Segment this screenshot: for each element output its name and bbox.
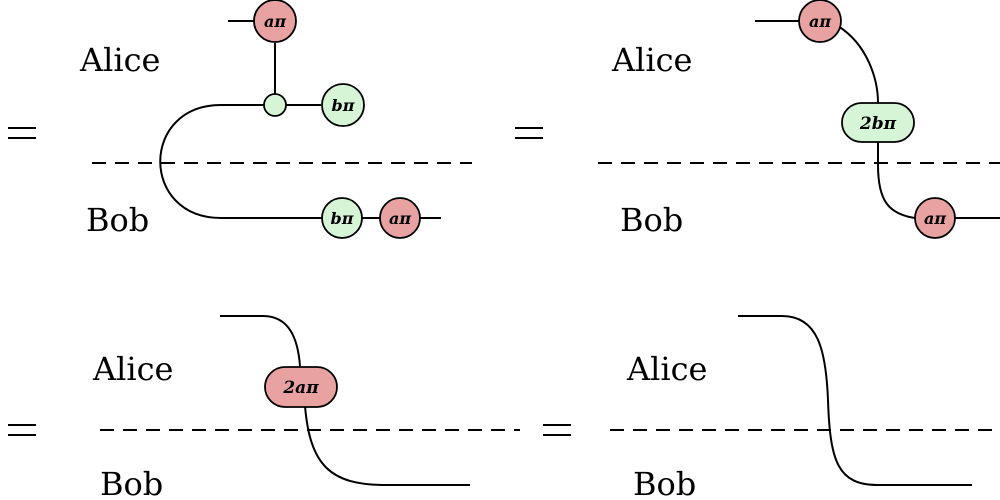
equals-sign-1 [8, 127, 36, 139]
panel-4: Alice Bob [543, 315, 1000, 500]
red-spider-a-pi: aπ [798, 0, 842, 43]
spider-phase-label: 2bπ [859, 114, 897, 134]
alice-label: Alice [611, 41, 692, 79]
panel-1: Alice Bob aπ bπ bπ aπ [8, 0, 472, 239]
wire-bob-output [304, 405, 470, 486]
bob-label: Bob [86, 201, 149, 239]
spider-phase-label: bπ [332, 96, 355, 115]
bob-label: Bob [633, 465, 696, 500]
green-spider-2b-pi: 2bπ [841, 102, 915, 143]
red-spider-a-pi-bob: aπ [379, 197, 421, 239]
red-spider-a-pi: aπ [253, 0, 297, 43]
bob-label: Bob [620, 201, 683, 239]
red-spider-2a-pi: 2aπ [264, 366, 338, 408]
green-spider-phaseless [263, 93, 287, 117]
spider-phase-label: aπ [809, 12, 831, 31]
alice-label: Alice [92, 350, 173, 388]
green-spider-b-pi-bob: bπ [321, 197, 363, 239]
wire-alice-input [220, 315, 301, 367]
wire-to-a [877, 142, 916, 219]
spider-phase-label: 2aπ [282, 378, 319, 398]
alice-label: Alice [626, 350, 707, 388]
wire-to-2b [837, 25, 879, 104]
equals-sign-2 [515, 127, 543, 139]
red-spider-a-pi-bob: aπ [914, 197, 956, 239]
wire-cup [159, 104, 322, 219]
panel-3: Alice Bob 2aπ [8, 315, 520, 500]
bob-label: Bob [100, 465, 163, 500]
spider-phase-label: bπ [331, 209, 354, 228]
equals-sign-4 [543, 424, 571, 436]
alice-label: Alice [79, 41, 160, 79]
equals-sign-3 [8, 424, 36, 436]
spider-phase-label: aπ [924, 209, 946, 228]
spider-phase-label: aπ [389, 209, 411, 228]
panel-2: Alice Bob aπ 2bπ aπ [515, 0, 1000, 239]
wire-identity [738, 315, 972, 486]
spider-phase-label: aπ [264, 12, 286, 31]
green-spider-b-pi: bπ [321, 83, 365, 127]
